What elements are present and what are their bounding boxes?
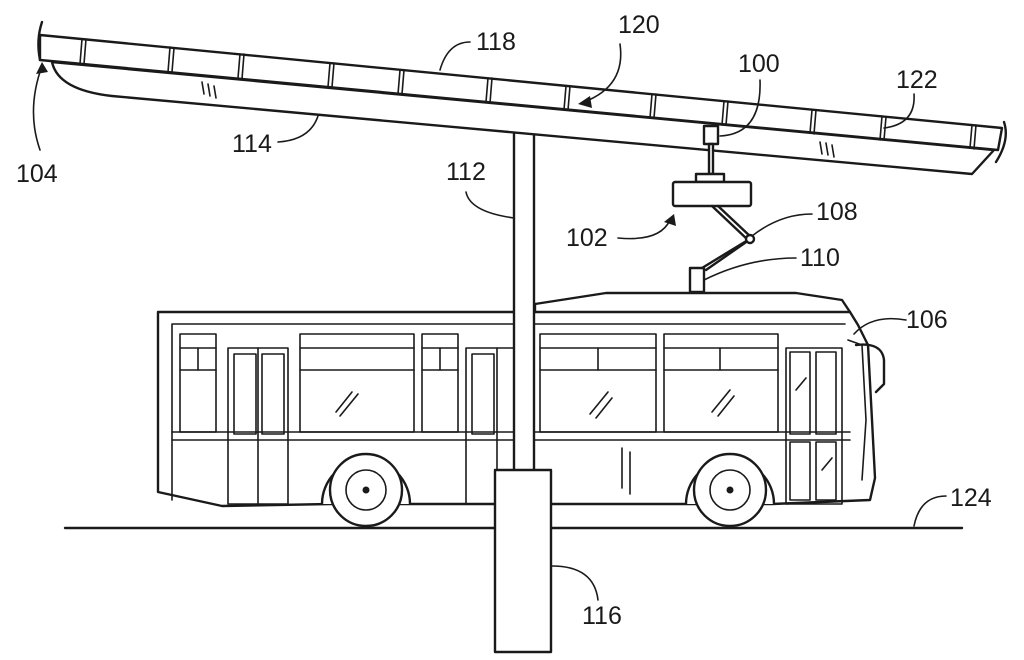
glass-glint (711, 389, 731, 413)
leader-120 (583, 43, 622, 103)
door-pane (815, 351, 837, 435)
shine-mark (213, 85, 217, 99)
leader-122 (883, 93, 915, 129)
door-pane (815, 441, 837, 501)
leader-108 (751, 213, 813, 237)
leader-102 (617, 219, 671, 240)
label-108: 108 (816, 198, 858, 226)
leader-124 (913, 495, 947, 527)
bus-window (663, 333, 779, 433)
pantograph-arm-upper-2 (716, 204, 754, 240)
solar-canopy (37, 20, 1007, 176)
canopy-frame (50, 60, 996, 176)
post-foundation (493, 468, 553, 654)
bus-charge-rail (688, 266, 706, 294)
leader-lines (32, 41, 947, 601)
door-pane (261, 353, 285, 435)
bus-window (421, 333, 459, 433)
arrowhead-104 (36, 62, 48, 74)
label-124: 124 (950, 484, 992, 512)
bus-mirror (854, 343, 886, 394)
door-pane (789, 351, 811, 435)
bus-window (179, 333, 217, 433)
leader-114 (277, 115, 319, 143)
label-122: 122 (896, 66, 938, 94)
leader-100 (719, 79, 761, 137)
glass-glint (595, 397, 613, 419)
door-pane (471, 353, 495, 435)
wheel-axle (726, 486, 734, 494)
leader-116 (551, 565, 599, 601)
mount-stem (707, 142, 715, 176)
wheel-axle (362, 486, 370, 494)
bus-window (299, 333, 415, 433)
charging-head (671, 124, 756, 272)
shine-mark (201, 81, 205, 95)
leader-112 (465, 191, 515, 219)
panel-dividers (79, 38, 977, 150)
label-120: 120 (618, 11, 660, 39)
bus-windshield (847, 339, 867, 481)
label-106: 106 (906, 306, 948, 334)
shine-mark (819, 141, 823, 155)
solar-panel-strip (38, 33, 1004, 152)
glass-glint (795, 377, 807, 391)
label-114: 114 (232, 130, 272, 158)
leader-110 (703, 257, 797, 281)
support-post (512, 126, 536, 475)
break-mark-right (994, 120, 1007, 164)
leader-104 (32, 65, 43, 151)
leader-106 (853, 317, 907, 335)
arrowhead-102 (664, 214, 676, 226)
glass-glint (589, 391, 609, 415)
wheel-hub (709, 469, 751, 511)
pantograph-housing (671, 180, 753, 208)
bus-roof (533, 291, 852, 314)
glass-glint (339, 393, 359, 417)
bus-inner-line (171, 323, 846, 501)
label-104: 104 (16, 160, 58, 188)
label-116: 116 (582, 602, 622, 630)
label-102: 102 (566, 224, 608, 252)
pantograph-arm-upper (710, 204, 750, 242)
wheel-hub (345, 469, 387, 511)
arrowhead-120 (578, 96, 592, 108)
mount-bracket (702, 124, 720, 146)
label-118: 118 (476, 28, 516, 56)
shine-mark (825, 142, 829, 156)
bus-front-door (785, 347, 843, 505)
leader-118 (439, 41, 471, 71)
label-100: 100 (738, 50, 780, 78)
bus-window (539, 333, 657, 433)
break-mark-left (37, 20, 44, 62)
shine-mark (207, 83, 211, 97)
pantograph-joint (744, 233, 756, 245)
door-pane (789, 441, 811, 501)
glass-glint (335, 391, 353, 413)
label-112: 112 (446, 158, 486, 186)
glass-glint (821, 457, 833, 471)
door-pane (233, 353, 257, 435)
label-110: 110 (800, 244, 840, 272)
glass-glint (717, 395, 735, 417)
pantograph-arm-lower-2 (704, 236, 754, 272)
shine-mark (831, 144, 835, 158)
